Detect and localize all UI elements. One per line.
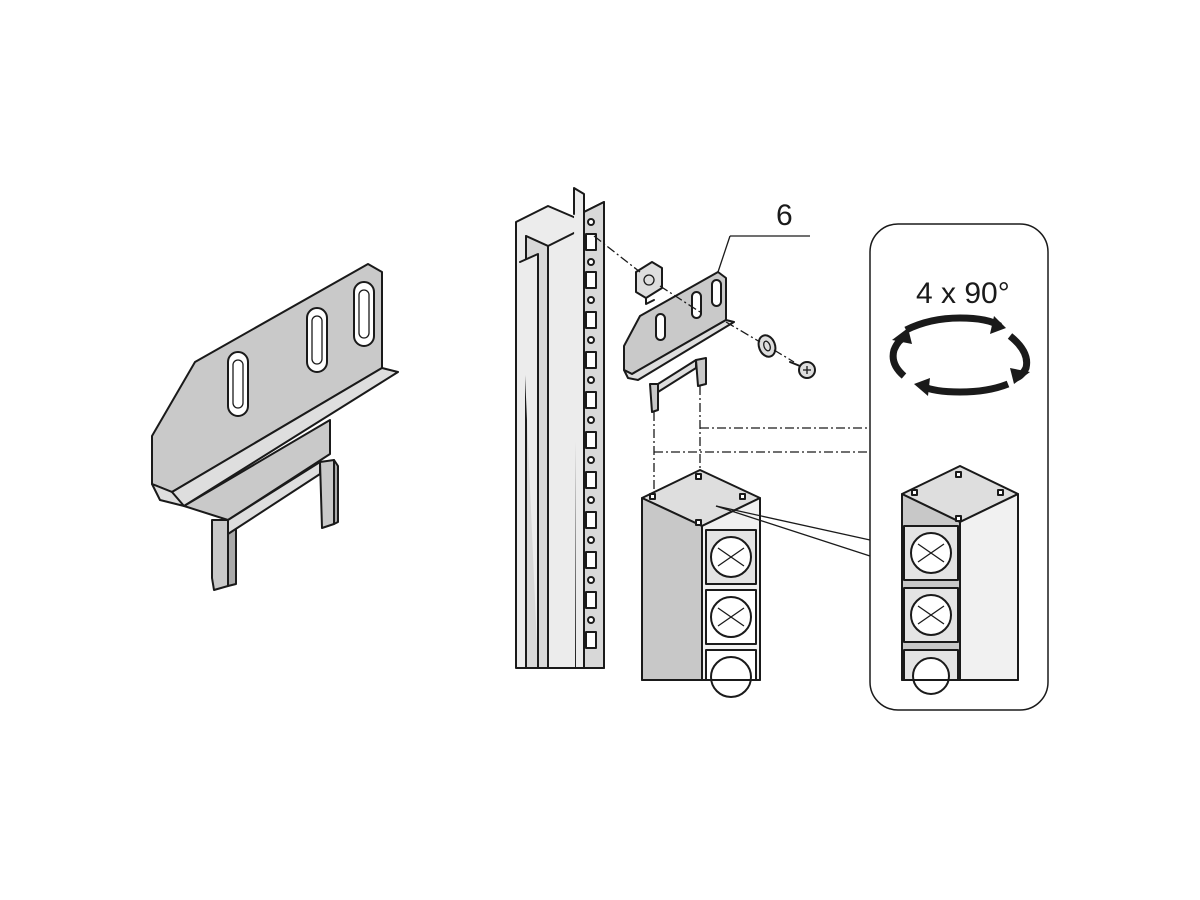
- rotation-arrows-icon: [889, 314, 1031, 396]
- part-number-label: 6: [776, 199, 793, 232]
- detail-box: 4 x 90°: [869, 223, 1049, 711]
- socket-detail-icon: [903, 525, 959, 695]
- rotation-label: 4 x 90°: [916, 277, 1010, 310]
- cage-nut-icon: [635, 261, 663, 305]
- socket-icon: [705, 529, 757, 698]
- bracket-enlarged-icon: [151, 263, 399, 591]
- part-callout: 6: [717, 199, 810, 273]
- washer-icon: [757, 334, 777, 358]
- mounting-slot-icon: [227, 281, 375, 417]
- pdu-icon: [641, 469, 761, 698]
- screw-icon: [789, 361, 816, 379]
- rack-rail-icon: [515, 187, 605, 669]
- rail-holes-icon: [585, 218, 597, 649]
- pdu-detail-icon: [901, 465, 1019, 695]
- bracket-icon: [623, 271, 735, 413]
